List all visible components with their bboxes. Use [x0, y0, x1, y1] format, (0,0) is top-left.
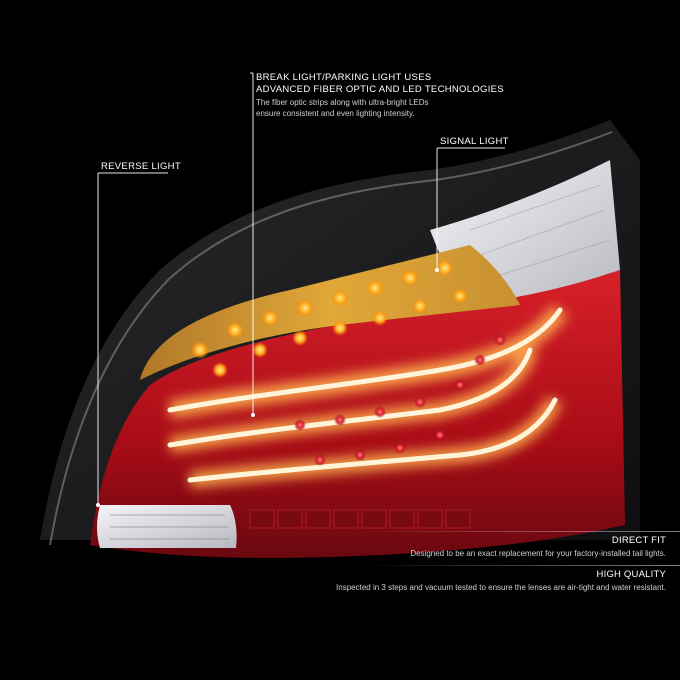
- feature-divider: [360, 531, 680, 532]
- brake-callout-desc-line2: ensure consistent and even lighting inte…: [256, 109, 415, 118]
- fiber-optic-cores: [167, 307, 563, 483]
- feature-description: Inspected in 3 steps and vacuum tested t…: [336, 583, 666, 592]
- callout-lines: [97, 72, 505, 505]
- signal-callout-title: SIGNAL LIGHT: [440, 136, 509, 147]
- lower-reflector-cells: [249, 509, 471, 529]
- amber-leds: [191, 259, 468, 378]
- brake-callout-desc-line1: The fiber optic strips along with ultra-…: [256, 98, 429, 107]
- brake-callout-title-line2: ADVANCED FIBER OPTIC AND LED TECHNOLOGIE…: [256, 84, 504, 95]
- feature-title: DIRECT FIT: [611, 535, 666, 546]
- red-leds: [294, 334, 506, 466]
- feature-title: HIGH QUALITY: [596, 569, 666, 580]
- feature-direct-fit: DIRECT FIT Designed to be an exact repla…: [410, 535, 666, 558]
- brake-callout-title-line1: BREAK LIGHT/PARKING LIGHT USES: [256, 72, 432, 83]
- reverse-callout-title: REVERSE LIGHT: [101, 161, 181, 172]
- feature-description: Designed to be an exact replacement for …: [410, 549, 666, 558]
- feature-divider: [360, 565, 680, 566]
- amber-lens: [140, 245, 520, 380]
- feature-high-quality: HIGH QUALITY Inspected in 3 steps and va…: [336, 569, 666, 592]
